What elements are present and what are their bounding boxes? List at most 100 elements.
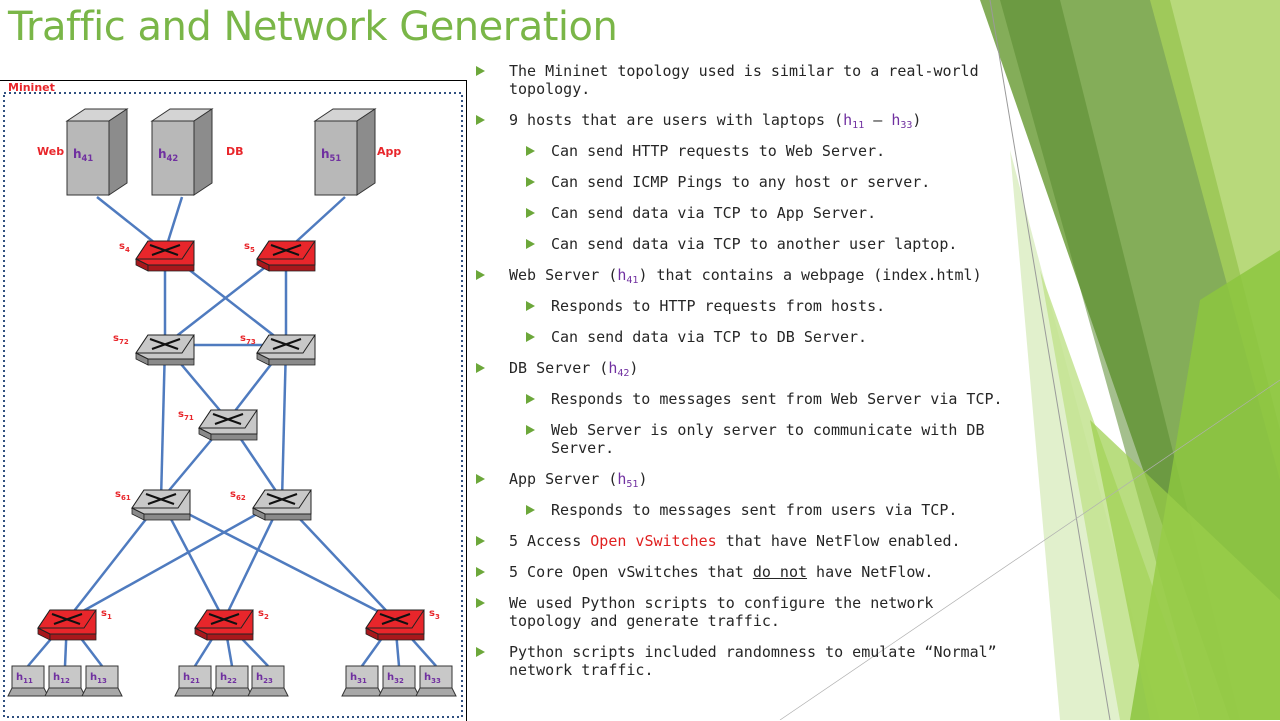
switch-s73: s73 [240, 333, 316, 366]
laptop-h32: h32 [378, 665, 420, 697]
bullet-text-1-0: 9 hosts that are users with laptops ( [509, 111, 844, 129]
bullet-text-12-0: App Server ( [509, 470, 618, 488]
bullet-text-13-0: Responds to messages sent from users via… [551, 501, 958, 519]
switch-label-s73: s73 [240, 333, 256, 346]
bullet-text-1-2: 11 [852, 120, 865, 131]
bullet-item-10: Responds to messages sent from Web Serve… [474, 390, 1014, 408]
server-label-h42: h42 [158, 147, 178, 163]
link-s61-s3 [160, 498, 396, 622]
bullet-item-11: Web Server is only server to communicate… [474, 421, 1014, 457]
bullet-text-6-0: Web Server ( [509, 266, 618, 284]
switch-label-s62: s62 [230, 489, 246, 502]
laptop-label-h13: h13 [90, 672, 107, 685]
server-role-h42: DB [226, 145, 244, 158]
laptop-label-h22: h22 [220, 672, 237, 685]
switch-s61: s61 [115, 489, 191, 521]
switch-label-s5: s5 [244, 241, 255, 254]
bullet-item-15: 5 Core Open vSwitches that do not have N… [474, 563, 1014, 581]
bullet-text-8-0: Can send data via TCP to DB Server. [551, 328, 868, 346]
laptop-h33: h33 [415, 665, 457, 697]
mininet-dotted-frame [3, 92, 463, 718]
bullet-item-2: Can send HTTP requests to Web Server. [474, 142, 1014, 160]
laptop-h11: h11 [7, 665, 49, 697]
bullet-item-16: We used Python scripts to configure the … [474, 594, 1014, 630]
bullet-item-1: 9 hosts that are users with laptops ( h 11… [474, 111, 1014, 131]
server-role-h51: App [377, 145, 401, 158]
bullet-text-15-1: do not [752, 563, 808, 581]
bullet-item-7: Responds to HTTP requests from hosts. [474, 297, 1014, 315]
bullet-text-12-1: h [617, 470, 627, 488]
bullet-list: The Mininet topology used is similar to … [474, 62, 1014, 692]
bullet-text-6-2: 41 [626, 275, 639, 286]
bullet-text-9-1: h [608, 359, 618, 377]
laptop-h31: h31 [341, 665, 383, 697]
server-role-h41: Web [37, 145, 64, 158]
bullet-text-1-6: ) [912, 111, 922, 129]
link-s73-s62 [280, 344, 288, 501]
bullet-text-4-0: Can send data via TCP to App Server. [551, 204, 877, 222]
bullet-text-14-2: that have NetFlow enabled. [716, 532, 961, 550]
laptop-h13: h13 [81, 665, 123, 697]
switch-s5: s5 [244, 240, 316, 272]
bullet-item-8: Can send data via TCP to DB Server. [474, 328, 1014, 346]
switch-label-s72: s72 [113, 333, 129, 346]
bullet-item-6: Web Server (h41) that contains a webpage… [474, 266, 1014, 286]
bullet-text-10-0: Responds to messages sent from Web Serve… [551, 390, 1003, 408]
bullet-item-14: 5 Access Open vSwitches that have NetFlo… [474, 532, 1014, 550]
bullet-text-6-1: h [617, 266, 627, 284]
switch-s3: s3 [365, 608, 440, 641]
switch-s2: s2 [194, 608, 269, 641]
bullet-item-4: Can send data via TCP to App Server. [474, 204, 1014, 222]
switch-label-s4: s4 [119, 241, 130, 254]
mininet-label: Mininet [8, 81, 55, 94]
link-s62-s1 [66, 498, 283, 622]
bullet-text-2-0: Can send HTTP requests to Web Server. [551, 142, 886, 160]
laptop-label-h21: h21 [183, 672, 200, 685]
bullet-item-12: App Server (h51) [474, 470, 1014, 490]
laptop-label-h23: h23 [256, 672, 273, 685]
switch-label-s2: s2 [258, 608, 269, 621]
bullet-text-9-2: 42 [617, 368, 630, 379]
bullet-text-14-1: Open vSwitches [590, 532, 717, 550]
bullet-text-9-3: ) [629, 359, 639, 377]
switch-s72: s72 [113, 333, 195, 366]
laptop-label-h31: h31 [350, 672, 367, 685]
switch-s4: s4 [119, 240, 195, 272]
bullet-text-12-2: 51 [626, 479, 639, 490]
laptop-h12: h12 [44, 665, 86, 697]
bullet-text-12-3: ) [638, 470, 648, 488]
link-s72-s61 [159, 344, 167, 501]
bullet-text-14-0: 5 Access [509, 532, 591, 550]
bullet-text-1-4: h [891, 111, 901, 129]
switch-s1: s1 [37, 608, 112, 641]
bullet-text-1-3: – [864, 111, 892, 129]
bullet-text-7-0: Responds to HTTP requests from hosts. [551, 297, 886, 315]
bullet-item-0: The Mininet topology used is similar to … [474, 62, 1014, 98]
bullet-text-3-0: Can send ICMP Pings to any host or serve… [551, 173, 931, 191]
laptop-h22: h22 [211, 665, 253, 697]
switch-label-s61: s61 [115, 489, 131, 502]
bullet-item-17: Python scripts included randomness to em… [474, 643, 1014, 679]
bullet-text-17-0: Python scripts included randomness to em… [509, 643, 997, 679]
switch-s71: s71 [178, 409, 258, 441]
laptop-label-h11: h11 [16, 672, 33, 685]
laptop-label-h32: h32 [387, 672, 404, 685]
bullet-text-0-0: The Mininet topology used is similar to … [509, 62, 979, 98]
server-h42: h42 DB [150, 108, 244, 196]
bullet-text-5-0: Can send data via TCP to another user la… [551, 235, 958, 253]
bullet-text-9-0: DB Server ( [509, 359, 609, 377]
bullet-item-3: Can send ICMP Pings to any host or serve… [474, 173, 1014, 191]
bullet-text-16-0: We used Python scripts to configure the … [509, 594, 934, 630]
bullet-item-9: DB Server (h42) [474, 359, 1014, 379]
switch-label-s1: s1 [101, 608, 112, 621]
bullet-text-15-2: have NetFlow. [807, 563, 934, 581]
laptop-label-h33: h33 [424, 672, 441, 685]
slide-title: Traffic and Network Generation [8, 4, 618, 50]
bullet-item-5: Can send data via TCP to another user la… [474, 235, 1014, 253]
bullet-text-15-0: 5 Core Open vSwitches that [509, 563, 753, 581]
